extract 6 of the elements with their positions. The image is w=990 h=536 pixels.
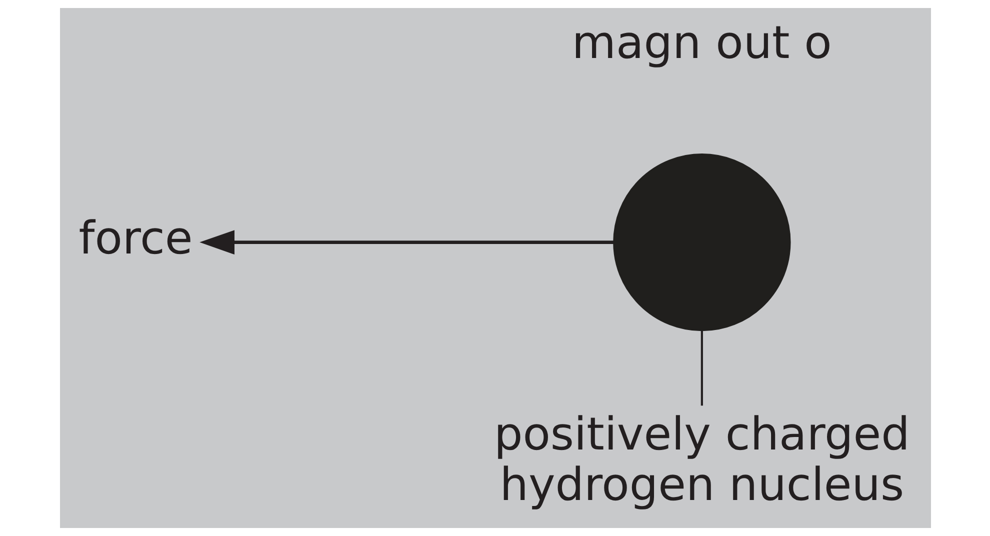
connector: [700, 330, 702, 406]
node-circle: [612, 153, 790, 332]
node-text: positively charged hydrogen nucleus: [493, 407, 910, 511]
node-text: force: [78, 211, 192, 264]
arrow: [199, 230, 613, 255]
label: magn out o: [571, 16, 832, 70]
